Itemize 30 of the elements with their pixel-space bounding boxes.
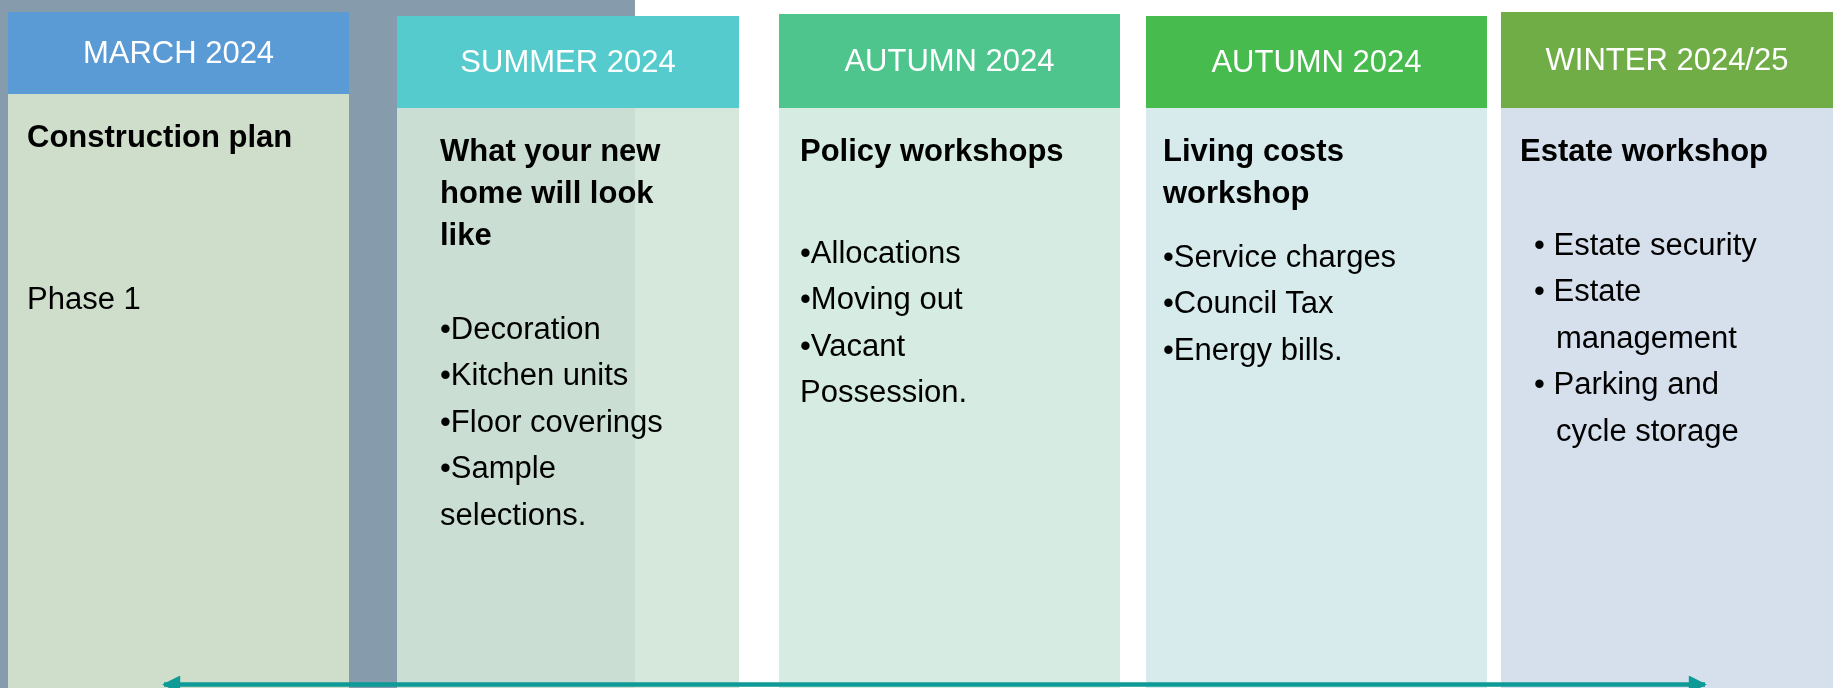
column-title: Construction plan: [27, 118, 294, 156]
list-item: •Moving out: [800, 280, 964, 319]
column-title: What your new home will look like: [440, 132, 662, 254]
list-item: •Service charges: [1163, 237, 1398, 276]
list-item: •Energy bills.: [1163, 330, 1344, 369]
list-item: •Sample selections.: [440, 449, 588, 534]
timeline-column: [397, 16, 739, 688]
column-title: Living costs workshop: [1163, 132, 1345, 212]
list-item: Phase 1: [27, 279, 142, 318]
timeline-column: [1501, 12, 1833, 688]
list-item: •Vacant Possession.: [800, 326, 969, 412]
list-item: •Decoration: [440, 309, 602, 348]
column-title: Estate workshop: [1520, 132, 1770, 170]
list-item: •Floor coverings: [440, 402, 664, 441]
list-item: •Council Tax: [1163, 284, 1335, 323]
list-item: •Kitchen units: [440, 356, 630, 395]
list-item: • Parking and cycle storage: [1534, 365, 1740, 450]
column-title: Policy workshops: [800, 132, 1065, 170]
timeline-arrow: [162, 675, 1707, 688]
period-header: AUTUMN 2024: [779, 14, 1120, 108]
list-item: •Allocations: [800, 233, 962, 272]
timeline-column: [779, 14, 1120, 688]
timeline-column: [1146, 16, 1487, 688]
period-header: MARCH 2024: [8, 12, 349, 94]
list-item: • Estate security: [1534, 225, 1758, 264]
period-header: SUMMER 2024: [397, 16, 739, 108]
list-item: • Estate management: [1534, 272, 1738, 357]
period-header: AUTUMN 2024: [1146, 16, 1487, 108]
timeline-column: [8, 12, 349, 688]
period-header: WINTER 2024/25: [1501, 12, 1833, 108]
